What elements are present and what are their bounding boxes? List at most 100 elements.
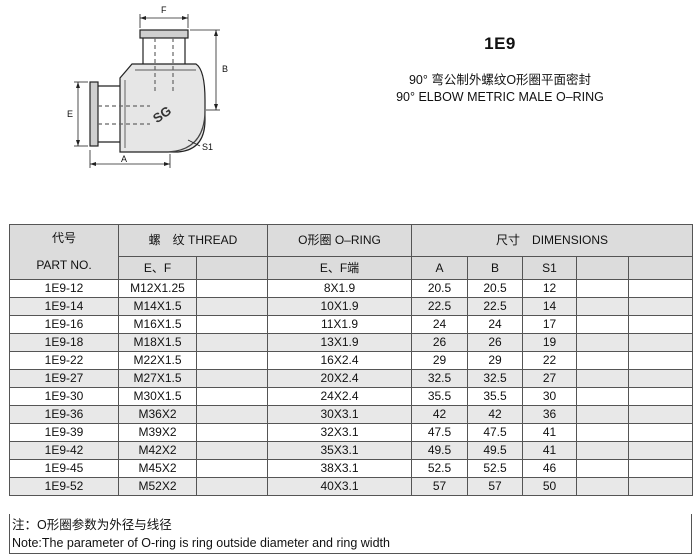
part-no-cell: 1E9-18 (9, 333, 119, 352)
blank-cell (628, 351, 694, 370)
dim-s1-cell: 12 (522, 279, 578, 298)
part-no-cell: 1E9-30 (9, 387, 119, 406)
oring-cell: 11X1.9 (267, 315, 413, 334)
dim-label-a: A (121, 154, 127, 164)
part-no-cell: 1E9-52 (9, 477, 119, 496)
header-col-a: A (411, 256, 469, 280)
part-no-cell: 1E9-36 (9, 405, 119, 424)
thread-cell: M16X1.5 (118, 315, 197, 334)
thread-cell: M12X1.25 (118, 279, 197, 298)
elbow-technical-drawing: SG F B E A S1 (67, 5, 228, 168)
blank-cell (628, 387, 694, 406)
subtitle-en: 90° ELBOW METRIC MALE O–RING (396, 90, 604, 104)
dim-s1-cell: 36 (522, 405, 578, 424)
blank-cell (628, 333, 694, 352)
blank-cell (628, 405, 694, 424)
blank-cell (628, 369, 694, 388)
blank-cell (628, 315, 694, 334)
thread-cell: M14X1.5 (118, 297, 197, 316)
dim-a-cell: 42 (411, 405, 469, 424)
thread-blank-cell (195, 441, 269, 460)
thread-blank-cell (195, 297, 269, 316)
blank-cell (576, 423, 630, 442)
dim-label-s1: S1 (202, 142, 213, 152)
dim-a-cell: 32.5 (411, 369, 469, 388)
dim-s1-cell: 41 (522, 423, 578, 442)
dim-a-cell: 57 (411, 477, 469, 496)
header-part-cn: 代号 (51, 231, 76, 245)
dim-s1-cell: 14 (522, 297, 578, 316)
header-blank-2 (628, 256, 694, 280)
oring-cell: 16X2.4 (267, 351, 413, 370)
dim-b-cell: 35.5 (467, 387, 524, 406)
thread-cell: M42X2 (118, 441, 197, 460)
oring-cell: 24X2.4 (267, 387, 413, 406)
oring-cell: 35X3.1 (267, 441, 413, 460)
part-no-cell: 1E9-14 (9, 297, 119, 316)
header-thread: 螺 纹 THREAD (117, 223, 269, 258)
header-part-en: PART NO. (36, 258, 92, 272)
oring-cell: 30X3.1 (267, 405, 413, 424)
header-blank-1 (576, 256, 630, 280)
dim-s1-cell: 50 (522, 477, 578, 496)
dim-b-cell: 22.5 (467, 297, 524, 316)
thread-cell: M36X2 (118, 405, 197, 424)
dim-b-cell: 24 (467, 315, 524, 334)
blank-cell (628, 459, 694, 478)
part-no-cell: 1E9-27 (9, 369, 119, 388)
thread-blank-cell (195, 333, 269, 352)
header-oring: O形圈 O–RING (267, 223, 413, 258)
blank-cell (576, 459, 630, 478)
blank-cell (576, 369, 630, 388)
oring-cell: 8X1.9 (267, 279, 413, 298)
thread-cell: M45X2 (118, 459, 197, 478)
thread-blank-cell (195, 369, 269, 388)
thread-cell: M18X1.5 (118, 333, 197, 352)
footnote: 注：O形圈参数为外径与线径 Note:The parameter of O-ri… (9, 514, 692, 554)
dim-s1-cell: 30 (522, 387, 578, 406)
blank-cell (628, 297, 694, 316)
blank-cell (576, 297, 630, 316)
blank-cell (628, 477, 694, 496)
header-col-s1: S1 (522, 256, 578, 280)
blank-cell (628, 423, 694, 442)
dim-b-cell: 32.5 (467, 369, 524, 388)
header-thread-sub: E、F (118, 256, 197, 280)
header-oring-sub: E、F端 (267, 256, 413, 280)
dim-b-cell: 47.5 (467, 423, 524, 442)
thread-blank-cell (195, 351, 269, 370)
blank-cell (576, 405, 630, 424)
oring-cell: 38X3.1 (267, 459, 413, 478)
oring-cell: 13X1.9 (267, 333, 413, 352)
thread-cell: M39X2 (118, 423, 197, 442)
dim-a-cell: 24 (411, 315, 469, 334)
footnote-en: Note:The parameter of O-ring is ring out… (12, 536, 390, 550)
thread-cell: M30X1.5 (118, 387, 197, 406)
dim-a-cell: 20.5 (411, 279, 469, 298)
thread-blank-cell (195, 459, 269, 478)
part-no-cell: 1E9-39 (9, 423, 119, 442)
part-no-cell: 1E9-45 (9, 459, 119, 478)
dim-s1-cell: 27 (522, 369, 578, 388)
thread-blank-cell (195, 315, 269, 334)
dim-s1-cell: 19 (522, 333, 578, 352)
part-no-cell: 1E9-22 (9, 351, 119, 370)
thread-blank-cell (195, 387, 269, 406)
blank-cell (628, 279, 694, 298)
subtitle-cn: 90° 弯公制外螺纹O形圈平面密封 (408, 73, 592, 87)
thread-cell: M52X2 (118, 477, 197, 496)
dim-b-cell: 29 (467, 351, 524, 370)
oring-cell: 10X1.9 (267, 297, 413, 316)
thread-blank-cell (195, 423, 269, 442)
dim-b-cell: 26 (467, 333, 524, 352)
